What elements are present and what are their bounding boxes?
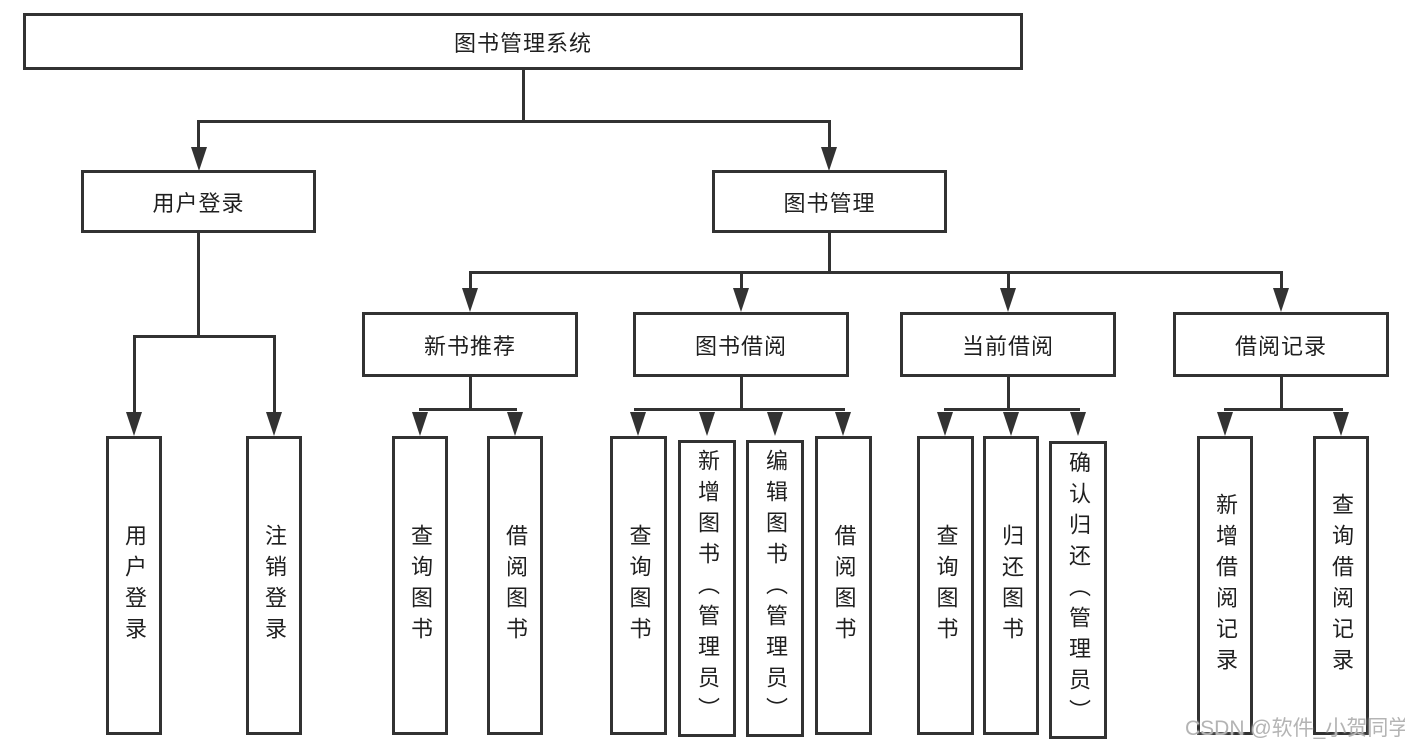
node-label: 图书管理 (783, 190, 876, 216)
arrow-down-icon (462, 288, 478, 312)
connector-line (197, 231, 200, 338)
arrow-down-icon (412, 412, 428, 436)
arrow-down-icon (821, 147, 837, 171)
node-label: 注销登录 (262, 523, 287, 648)
node-label: 借阅图书 (831, 523, 857, 648)
node-current-borrow: 当前借阅 (900, 312, 1116, 377)
node-new-book-recommend: 新书推荐 (362, 312, 578, 377)
connector-line (1007, 375, 1010, 411)
connector-line (197, 120, 831, 123)
arrow-down-icon (1273, 288, 1289, 312)
leaf-user-login: 用户登录 (106, 436, 162, 735)
arrow-down-icon (1217, 412, 1233, 436)
leaf-current-confirm-return: 确认归还（管理员） (1049, 441, 1107, 739)
connector-line (740, 375, 743, 411)
leaf-current-query-books: 查询图书 (917, 436, 974, 735)
connector-line (273, 335, 276, 415)
node-book-borrow: 图书借阅 (633, 312, 849, 377)
arrow-down-icon (1003, 412, 1019, 436)
connector-line (469, 271, 472, 293)
node-root: 图书管理系统 (23, 13, 1023, 70)
node-label: 图书管理系统 (453, 30, 592, 56)
node-borrow-records: 借阅记录 (1173, 312, 1389, 377)
connector-line (469, 271, 1283, 274)
arrow-down-icon (507, 412, 523, 436)
connector-line (1280, 271, 1283, 293)
node-label: 归还图书 (999, 523, 1024, 648)
arrow-down-icon (1000, 288, 1016, 312)
connector-line (469, 375, 472, 411)
leaf-borrow-add-books: 新增图书（管理员） (678, 440, 736, 737)
connector-line (828, 231, 831, 274)
node-book-management: 图书管理 (712, 170, 947, 233)
arrow-down-icon (937, 412, 953, 436)
node-label: 查询图书 (626, 523, 652, 648)
connector-line (1224, 408, 1343, 411)
connector-line (133, 335, 276, 338)
connector-line (828, 120, 831, 150)
leaf-recommend-borrow-books: 借阅图书 (487, 436, 543, 735)
leaf-borrow-query-books: 查询图书 (610, 436, 667, 735)
node-label: 确认归还（管理员） (1066, 450, 1091, 730)
node-user-login: 用户登录 (81, 170, 316, 233)
node-label: 当前借阅 (961, 333, 1054, 359)
arrow-down-icon (1333, 412, 1349, 436)
leaf-borrow-edit-books: 编辑图书（管理员） (746, 440, 804, 737)
node-label: 编辑图书（管理员） (763, 449, 788, 728)
node-label: 借阅图书 (503, 523, 528, 648)
arrow-down-icon (835, 412, 851, 436)
watermark: CSDN @软件_小贺同学 (1185, 717, 1405, 740)
connector-line (740, 271, 743, 293)
arrow-down-icon (733, 288, 749, 312)
connector-line (634, 408, 845, 411)
node-label: 查询图书 (408, 523, 433, 648)
arrow-down-icon (1070, 412, 1086, 436)
node-label: 用户登录 (152, 190, 245, 216)
connector-line (1280, 375, 1283, 411)
arrow-down-icon (126, 412, 142, 436)
leaf-borrow-borrow-books: 借阅图书 (815, 436, 872, 735)
node-label: 新增借阅记录 (1213, 492, 1238, 679)
node-label: 用户登录 (122, 523, 147, 648)
node-label: 借阅记录 (1234, 333, 1327, 359)
node-label: 图书借阅 (694, 333, 787, 359)
connector-line (522, 68, 525, 123)
connector-line (1007, 271, 1010, 293)
connector-line (133, 335, 136, 415)
connector-line (944, 408, 1080, 411)
connector-line (197, 120, 200, 150)
arrow-down-icon (767, 412, 783, 436)
leaf-records-query-record: 查询借阅记录 (1313, 436, 1369, 735)
node-label: 查询借阅记录 (1329, 492, 1354, 679)
connector-line (419, 408, 517, 411)
arrow-down-icon (630, 412, 646, 436)
leaf-recommend-query-books: 查询图书 (392, 436, 448, 735)
node-label: 新书推荐 (423, 333, 516, 359)
leaf-logout: 注销登录 (246, 436, 302, 735)
leaf-records-add-record: 新增借阅记录 (1197, 436, 1253, 735)
node-label: 查询图书 (933, 523, 959, 648)
node-label: 新增图书（管理员） (695, 449, 720, 728)
arrow-down-icon (266, 412, 282, 436)
arrow-down-icon (191, 147, 207, 171)
leaf-current-return-books: 归还图书 (983, 436, 1039, 735)
arrow-down-icon (699, 412, 715, 436)
